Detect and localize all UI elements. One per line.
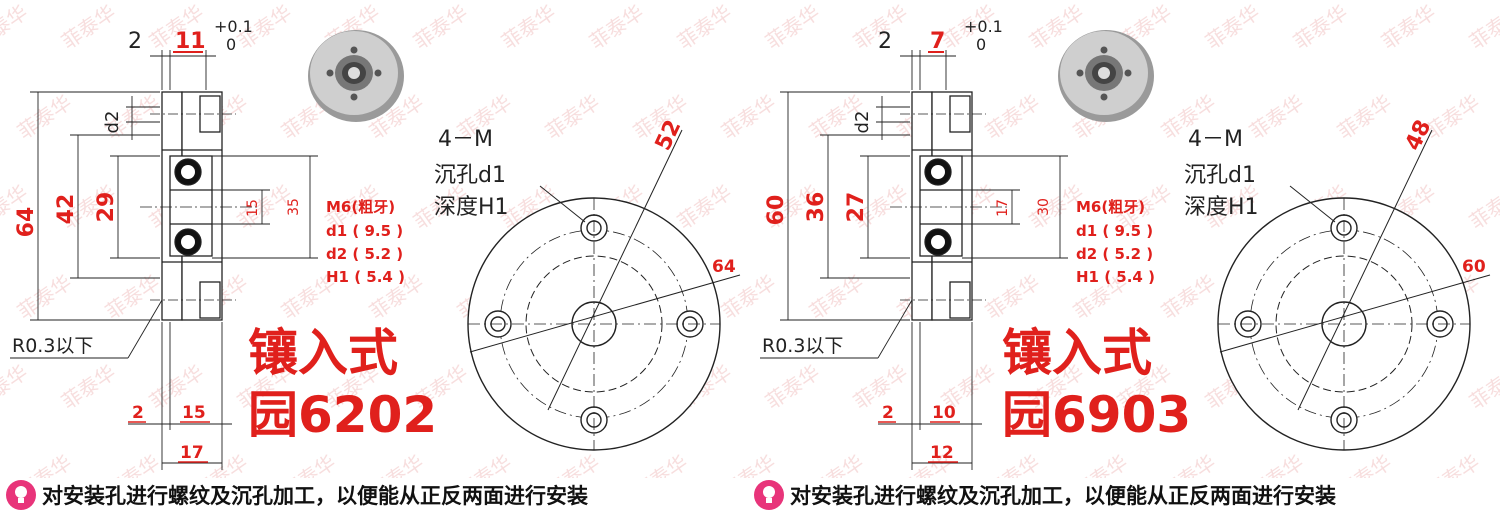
hole-callout-line: 4－M	[438, 127, 493, 152]
product-photo	[1058, 30, 1154, 122]
dim-bore: 17	[995, 199, 1011, 217]
dim-outer-dia: 64	[712, 257, 736, 277]
dim-top-tol-upper: +0.1	[964, 17, 1003, 36]
fillet-note: R0.3以下	[762, 335, 843, 357]
hole-callout-line: 沉孔d1	[1184, 163, 1256, 188]
dim-top-width: 11	[175, 29, 206, 54]
spec-line: d2 ( 5.2 )	[326, 245, 403, 263]
hole-callout-line: 沉孔d1	[434, 163, 506, 188]
footer-note-text: 对安装孔进行螺纹及沉孔加工，以便能从正反两面进行安装	[790, 484, 1336, 508]
spec-list: M6(粗牙) d1 ( 9.5 ) d2 ( 5.2 ) H1 ( 5.4 )	[326, 198, 405, 286]
dim-outer-dia: 60	[1462, 257, 1486, 277]
drawing-panel-6903: 2 7 +0.1 0 60 36 27 d2 17 30 M6(粗牙) d1 (…	[760, 17, 1491, 470]
spec-line: H1 ( 5.4 )	[1076, 268, 1155, 286]
dim-bottom-offset: 2	[882, 403, 894, 423]
footer-note-right: 对安装孔进行螺纹及沉孔加工，以便能从正反两面进行安装	[754, 480, 1336, 510]
dim-bottom-inner: 10	[932, 403, 956, 423]
spec-line: d1 ( 9.5 )	[1076, 222, 1153, 240]
fillet-note: R0.3以下	[12, 335, 93, 357]
lightbulb-icon	[6, 480, 36, 510]
type-label: 镶入式	[1002, 324, 1152, 382]
dim-left-outer: 60	[764, 195, 789, 226]
hole-callout-line: 深度H1	[1184, 195, 1259, 220]
dim-bearing: 35	[286, 198, 302, 216]
dim-top-offset: 2	[128, 29, 142, 54]
dim-bottom-offset: 2	[132, 403, 144, 423]
spec-line: M6(粗牙)	[1076, 198, 1145, 216]
spec-list: M6(粗牙) d1 ( 9.5 ) d2 ( 5.2 ) H1 ( 5.4 )	[1076, 198, 1155, 286]
model-label: 园6202	[248, 386, 437, 444]
drawing-panel-6202: 2 11 +0.1 0 64 42 29 d2 15 35 M6(粗牙) d1 …	[10, 17, 741, 470]
cross-section-view	[10, 50, 318, 470]
hole-callout-line: 4－M	[1188, 127, 1243, 152]
lightbulb-icon	[754, 480, 784, 510]
dim-left-outer: 64	[14, 207, 39, 238]
dim-pcd: 48	[1401, 116, 1437, 154]
footer-note-left: 对安装孔进行螺纹及沉孔加工，以便能从正反两面进行安装	[6, 480, 588, 510]
spec-line: d2 ( 5.2 )	[1076, 245, 1153, 263]
dim-top-tol-upper: +0.1	[214, 17, 253, 36]
footer-bar: 对安装孔进行螺纹及沉孔加工，以便能从正反两面进行安装 对安装孔进行螺纹及沉孔加工…	[0, 478, 1500, 515]
dim-left-inner1: 42	[54, 194, 79, 225]
dim-top-tol-lower: 0	[226, 35, 236, 54]
dim-left-inner2: 27	[844, 192, 869, 223]
front-view	[467, 129, 741, 451]
dim-pcd: 52	[651, 116, 687, 154]
dim-left-inner1: 36	[804, 192, 829, 223]
dim-bore: 15	[245, 199, 261, 217]
dim-bottom-inner: 15	[182, 403, 206, 423]
type-label: 镶入式	[248, 324, 398, 382]
dim-top-tol-lower: 0	[976, 35, 986, 54]
hole-callout-line: 深度H1	[434, 195, 509, 220]
dim-left-d2: d2	[102, 111, 123, 134]
cross-section-view	[760, 50, 1068, 470]
footer-note-text: 对安装孔进行螺纹及沉孔加工，以便能从正反两面进行安装	[42, 484, 588, 508]
dim-bearing: 30	[1036, 198, 1052, 216]
dim-left-d2: d2	[852, 111, 873, 134]
model-label: 园6903	[1002, 386, 1191, 444]
dim-top-width: 7	[930, 29, 945, 54]
dim-left-inner2: 29	[94, 192, 119, 223]
dim-bottom-total: 17	[180, 443, 204, 463]
front-view	[1217, 129, 1491, 451]
dim-bottom-total: 12	[930, 443, 954, 463]
spec-line: d1 ( 9.5 )	[326, 222, 403, 240]
spec-line: M6(粗牙)	[326, 198, 395, 216]
spec-line: H1 ( 5.4 )	[326, 268, 405, 286]
product-photo	[308, 30, 404, 122]
dim-top-offset: 2	[878, 29, 892, 54]
